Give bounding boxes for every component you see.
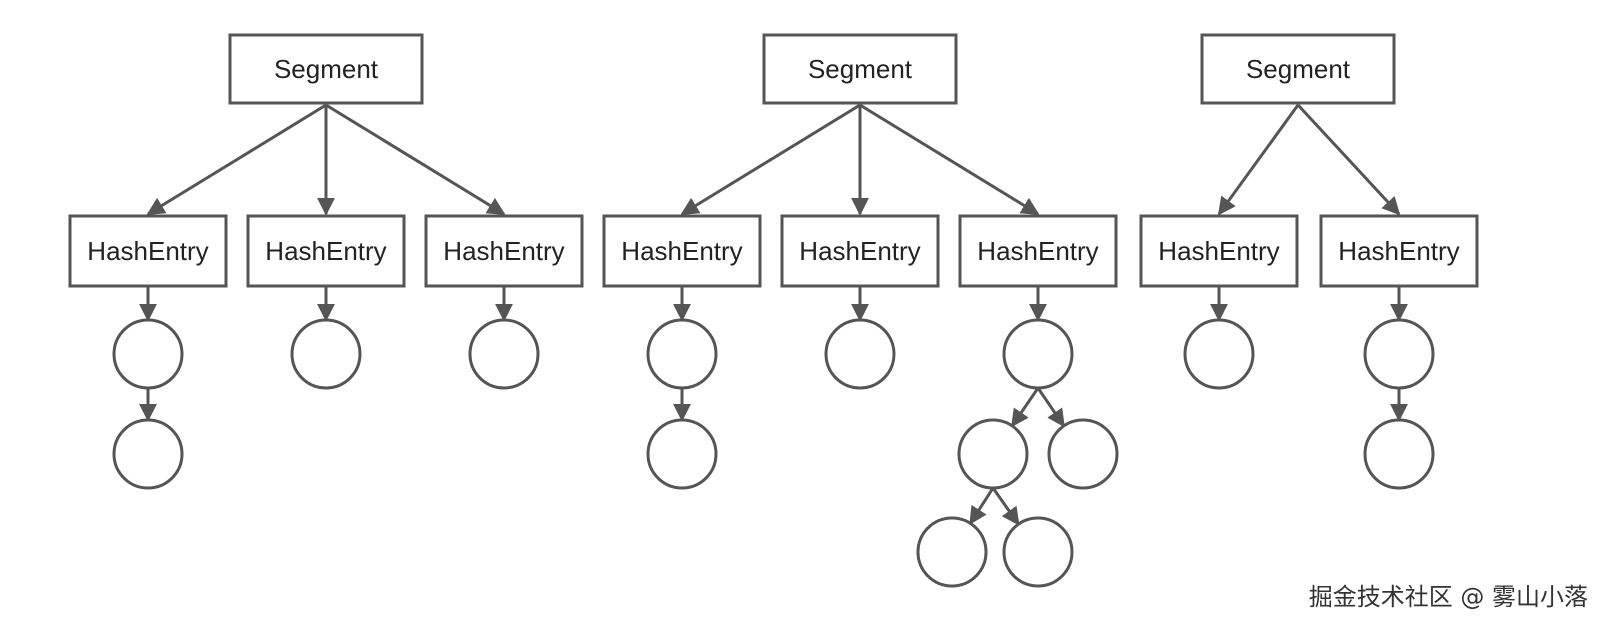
tree-node — [1002, 516, 1074, 588]
hashentry-box: HashEntry — [1319, 214, 1479, 288]
segment-to-entry-arrow — [1296, 103, 1401, 216]
list-node — [1183, 318, 1255, 390]
list-node — [824, 318, 896, 390]
hashentry-box-label: HashEntry — [1158, 236, 1279, 266]
hashentry-box-rect — [1319, 214, 1479, 288]
hashentry-box-rect — [602, 214, 762, 288]
tree-branch-arrow — [969, 487, 995, 525]
tree-branch-arrow — [1010, 387, 1040, 428]
segment-box-label: Segment — [274, 54, 379, 84]
list-node — [468, 318, 540, 390]
hashentry-box-label: HashEntry — [443, 236, 564, 266]
segment-box: Segment — [228, 33, 424, 105]
edges-layer — [139, 103, 1408, 526]
hashentry-box-rect — [1139, 214, 1299, 288]
list-node — [1002, 318, 1074, 390]
nodes-layer — [112, 318, 1435, 588]
tree-node — [1047, 418, 1119, 490]
hashentry-box-rect — [780, 214, 940, 288]
hashentry-box-rect — [424, 214, 584, 288]
hashentry-box-rect — [68, 214, 228, 288]
tree-branch-arrow — [1036, 387, 1066, 428]
hashentry-box: HashEntry — [424, 214, 584, 288]
segment-to-entry-arrow — [325, 103, 506, 216]
list-node — [1363, 418, 1435, 490]
list-node — [1363, 318, 1435, 390]
segment-box-rect — [762, 33, 958, 105]
segment-to-entry-arrow — [1217, 104, 1300, 216]
hashentry-box-rect — [246, 214, 406, 288]
segment-to-entry-arrow — [146, 103, 327, 216]
hashentry-box-label: HashEntry — [977, 236, 1098, 266]
segment-box-label: Segment — [1246, 54, 1351, 84]
segment-box: Segment — [762, 33, 958, 105]
segment-to-entry-arrow — [680, 103, 861, 216]
hashentry-box: HashEntry — [958, 214, 1118, 288]
tree-node — [916, 516, 988, 588]
hashentry-box-label: HashEntry — [87, 236, 208, 266]
hashentry-box: HashEntry — [246, 214, 406, 288]
segment-box-rect — [1200, 33, 1396, 105]
hashentry-box-label: HashEntry — [621, 236, 742, 266]
segment-box-rect — [228, 33, 424, 105]
hashentry-box-rect — [958, 214, 1118, 288]
hashentry-box: HashEntry — [602, 214, 762, 288]
watermark: 掘金技术社区 @ 雾山小落 — [1308, 583, 1588, 611]
list-node — [112, 418, 184, 490]
segment-box-label: Segment — [808, 54, 913, 84]
list-node — [646, 318, 718, 390]
segment-to-entry-arrow — [859, 103, 1040, 216]
hashentry-box-label: HashEntry — [265, 236, 386, 266]
hashentry-box: HashEntry — [780, 214, 940, 288]
list-node — [290, 318, 362, 390]
list-node — [112, 318, 184, 390]
segment-box: Segment — [1200, 33, 1396, 105]
hashentry-box: HashEntry — [68, 214, 228, 288]
list-node — [646, 418, 718, 490]
hashentry-box-label: HashEntry — [1338, 236, 1459, 266]
hashentry-box-label: HashEntry — [799, 236, 920, 266]
hashentry-box: HashEntry — [1139, 214, 1299, 288]
tree-branch-arrow — [991, 487, 1020, 526]
tree-node — [957, 418, 1029, 490]
